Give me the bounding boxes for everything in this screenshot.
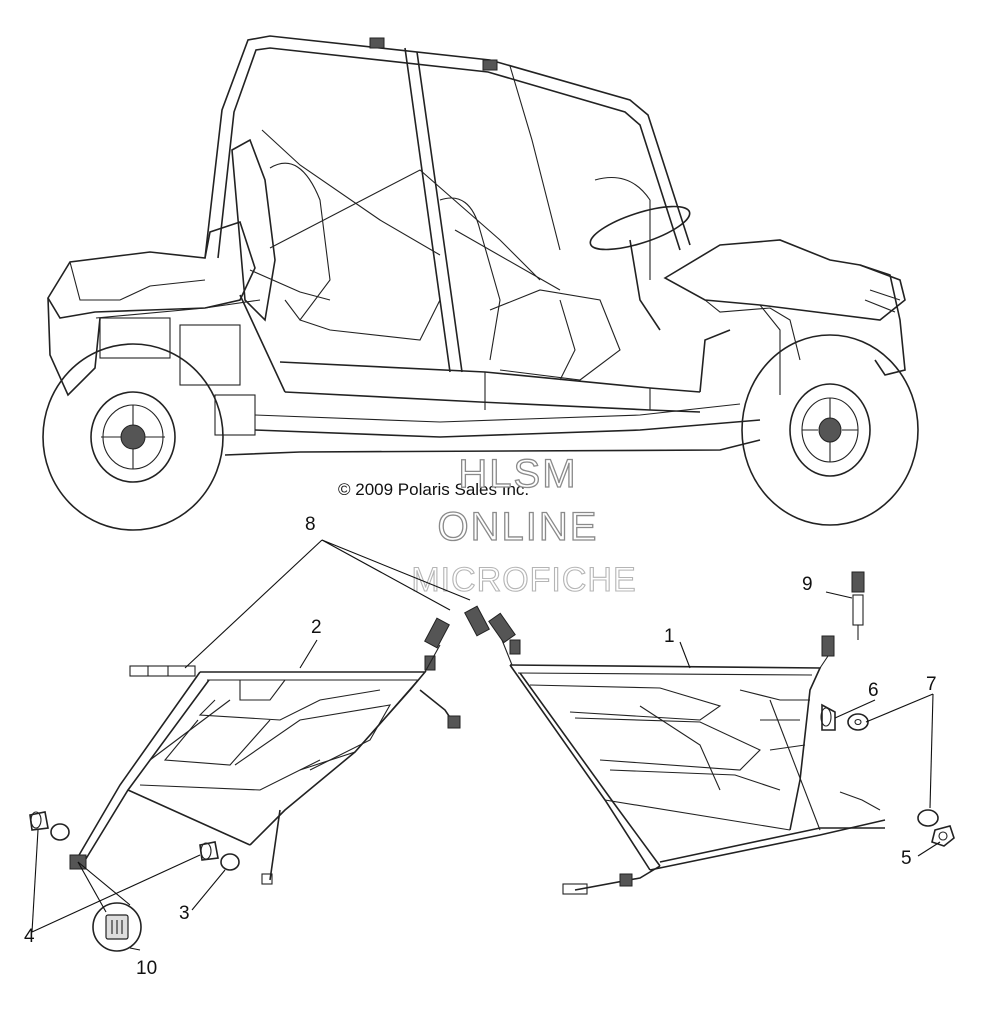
callout-10: 10 — [136, 958, 157, 979]
left-fasteners — [29, 811, 240, 871]
part-10-detail — [92, 902, 142, 952]
callout-labels: 1 2 3 4 5 6 7 8 9 10 — [24, 514, 937, 979]
leader-lines — [31, 539, 941, 951]
callout-6: 6 — [868, 680, 879, 701]
watermark-line-2: ONLINE — [438, 505, 599, 549]
copyright-text: © 2009 Polaris Sales Inc. — [338, 480, 529, 499]
left-door-frame — [69, 605, 490, 885]
callout-4: 4 — [24, 926, 35, 947]
roll-cage — [204, 35, 691, 373]
right-fasteners — [820, 703, 955, 847]
watermark-line-1: HLSM — [458, 452, 577, 496]
watermark-line-3: MICROFICHE — [411, 561, 636, 599]
callout-1: 1 — [664, 626, 675, 647]
callout-7: 7 — [926, 674, 937, 695]
callout-5: 5 — [901, 848, 912, 869]
front-wheel — [741, 334, 919, 526]
right-door-frame — [488, 612, 886, 895]
callout-9: 9 — [802, 574, 813, 595]
vehicle-illustration — [42, 35, 919, 531]
part-9-strap — [851, 571, 865, 640]
rear-wheel — [42, 343, 224, 531]
callout-2: 2 — [311, 617, 322, 638]
callout-8: 8 — [305, 514, 316, 535]
watermark: HLSM ONLINE MICROFICHE — [411, 451, 636, 599]
callout-3: 3 — [179, 903, 190, 924]
